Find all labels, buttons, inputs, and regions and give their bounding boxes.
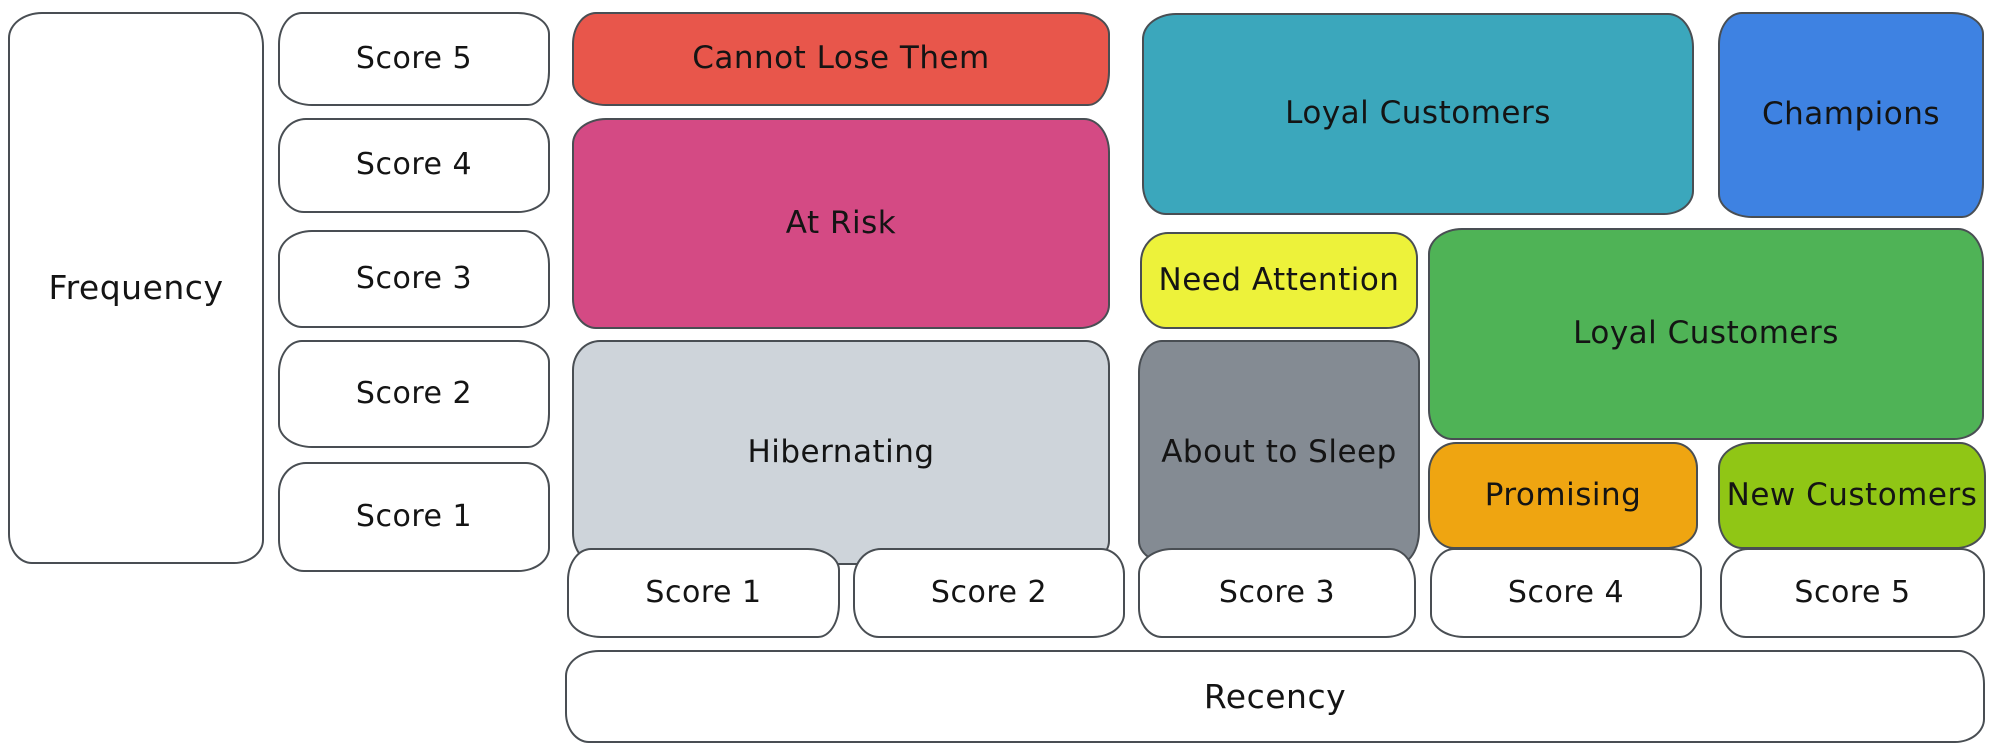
recency-axis-label: Recency <box>1203 676 1347 716</box>
segment-new-customers-label: New Customers <box>1726 476 1978 513</box>
segment-champions-label: Champions <box>1761 96 1941 133</box>
recency-score-5: Score 5 <box>1720 548 1985 638</box>
recency-score-1: Score 1 <box>567 548 840 638</box>
frequency-score-3-label: Score 3 <box>355 260 473 296</box>
segment-loyal-customers-right: Loyal Customers <box>1428 228 1984 440</box>
frequency-score-1: Score 1 <box>278 462 550 572</box>
frequency-score-3: Score 3 <box>278 230 550 328</box>
frequency-score-4: Score 4 <box>278 118 550 213</box>
segment-promising-label: Promising <box>1484 476 1642 513</box>
segment-at-risk-label: At Risk <box>785 204 897 241</box>
segment-cannot-lose-them: Cannot Lose Them <box>572 12 1110 106</box>
segment-loyal-customers-top: Loyal Customers <box>1142 13 1694 215</box>
frequency-axis-box: Frequency <box>8 12 264 564</box>
recency-score-5-label: Score 5 <box>1794 574 1911 610</box>
segment-loyal-customers-right-label: Loyal Customers <box>1573 315 1839 352</box>
frequency-score-2: Score 2 <box>278 340 550 448</box>
frequency-score-4-label: Score 4 <box>355 147 473 183</box>
segment-cannot-lose-them-label: Cannot Lose Them <box>692 40 990 77</box>
segment-about-to-sleep: About to Sleep <box>1138 340 1420 565</box>
segment-need-attention: Need Attention <box>1140 232 1418 329</box>
recency-score-1-label: Score 1 <box>645 574 762 610</box>
recency-score-3: Score 3 <box>1138 548 1416 638</box>
frequency-score-1-label: Score 1 <box>355 498 473 534</box>
segment-need-attention-label: Need Attention <box>1158 261 1400 298</box>
frequency-score-2-label: Score 2 <box>355 375 473 411</box>
recency-score-4-label: Score 4 <box>1507 574 1625 610</box>
segment-at-risk: At Risk <box>572 118 1110 329</box>
segment-about-to-sleep-label: About to Sleep <box>1161 433 1397 470</box>
recency-axis-box: Recency <box>565 650 1985 743</box>
segment-promising: Promising <box>1428 442 1698 549</box>
recency-score-4: Score 4 <box>1430 548 1702 638</box>
segment-hibernating: Hibernating <box>572 340 1110 565</box>
recency-score-2: Score 2 <box>853 548 1125 638</box>
frequency-score-5: Score 5 <box>278 12 550 106</box>
frequency-score-5-label: Score 5 <box>355 40 473 76</box>
segment-loyal-customers-top-label: Loyal Customers <box>1285 95 1551 132</box>
recency-score-2-label: Score 2 <box>930 574 1048 610</box>
recency-score-3-label: Score 3 <box>1218 574 1336 610</box>
segment-hibernating-label: Hibernating <box>747 433 935 470</box>
frequency-axis-label: Frequency <box>48 268 224 308</box>
segment-champions: Champions <box>1718 12 1984 218</box>
segment-new-customers: New Customers <box>1718 442 1986 549</box>
